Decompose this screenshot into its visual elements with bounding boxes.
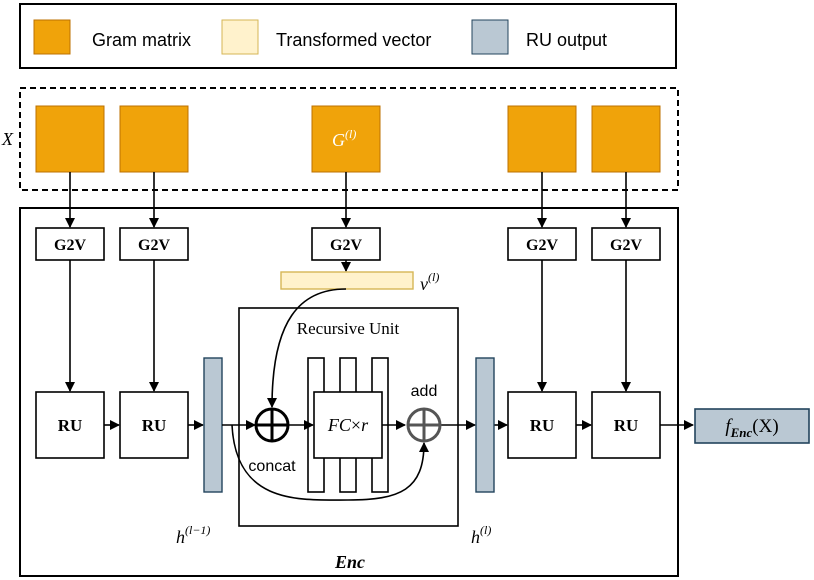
g2v-label-2: G2V xyxy=(138,237,170,254)
gram-matrix-4 xyxy=(507,105,577,173)
ru-box-1 xyxy=(35,391,105,459)
recursive-unit-connections xyxy=(222,288,476,501)
fc-layers xyxy=(307,357,389,493)
ru-box-4 xyxy=(591,391,661,459)
transformed-vector xyxy=(280,271,414,290)
legend-frame xyxy=(19,3,677,69)
hidden-state-left xyxy=(203,357,223,493)
output-label: fEnc(X) xyxy=(725,416,778,440)
legend-swatch-ru-output xyxy=(471,19,509,55)
output-box xyxy=(694,408,810,444)
encoder-label: Enc xyxy=(334,552,365,572)
legend-swatch-gram-matrix xyxy=(33,19,71,55)
gram-matrix-center-label: G(l) xyxy=(332,127,356,150)
g2v-label-3: G2V xyxy=(330,237,362,254)
transformed-vector-label: v(l) xyxy=(420,270,439,294)
ru-box-3 xyxy=(507,391,577,459)
legend-label-ru-output: RU output xyxy=(526,30,607,50)
hidden-state-right-label: h(l) xyxy=(471,523,491,547)
g2v-box-3 xyxy=(311,227,381,261)
fc-block xyxy=(313,391,383,459)
hidden-state-left-label: h(l−1) xyxy=(176,523,210,547)
g2v-row: G2V G2V G2V G2V G2V xyxy=(35,227,661,261)
g2v-label-4: G2V xyxy=(526,237,558,254)
g2v-label-5: G2V xyxy=(610,237,642,254)
gram-matrix-2 xyxy=(119,105,189,173)
g2v-box-2 xyxy=(119,227,189,261)
encoder-frame xyxy=(19,207,679,577)
ru-row: RU RU RU RU xyxy=(35,391,661,459)
g2v-box-5 xyxy=(591,227,661,261)
input-group: X G(l) xyxy=(1,87,679,191)
concat-label: concat xyxy=(248,458,296,475)
ru-label-4: RU xyxy=(614,416,639,435)
ru-label-1: RU xyxy=(58,416,83,435)
ru-label-2: RU xyxy=(142,416,167,435)
arrow-vector-concat xyxy=(267,288,347,408)
legend-label-gram-matrix: Gram matrix xyxy=(92,30,191,50)
gram-matrix-1 xyxy=(35,105,105,173)
g2v-label-1: G2V xyxy=(54,237,86,254)
hidden-state-right xyxy=(475,357,495,493)
ru-label-3: RU xyxy=(530,416,555,435)
legend-swatch-transformed-vector xyxy=(221,19,259,55)
fc-block-label: FC×r xyxy=(327,415,369,435)
recursive-unit-title: Recursive Unit xyxy=(297,319,400,338)
add-operator-icon xyxy=(406,407,442,443)
gram-matrix-5 xyxy=(591,105,661,173)
legend: Gram matrix Transformed vector RU output xyxy=(19,3,677,69)
add-label: add xyxy=(411,383,438,400)
input-label-x: X xyxy=(1,129,14,149)
g2v-to-ru-arrows xyxy=(65,260,631,392)
gram-to-g2v-arrows xyxy=(65,172,631,228)
g2v-box-4 xyxy=(507,227,577,261)
legend-label-transformed-vector: Transformed vector xyxy=(276,30,431,50)
arrow-residual-add xyxy=(231,424,429,501)
ru-box-2 xyxy=(119,391,189,459)
gram-matrix-center xyxy=(311,105,381,173)
concat-operator-icon xyxy=(254,407,290,443)
